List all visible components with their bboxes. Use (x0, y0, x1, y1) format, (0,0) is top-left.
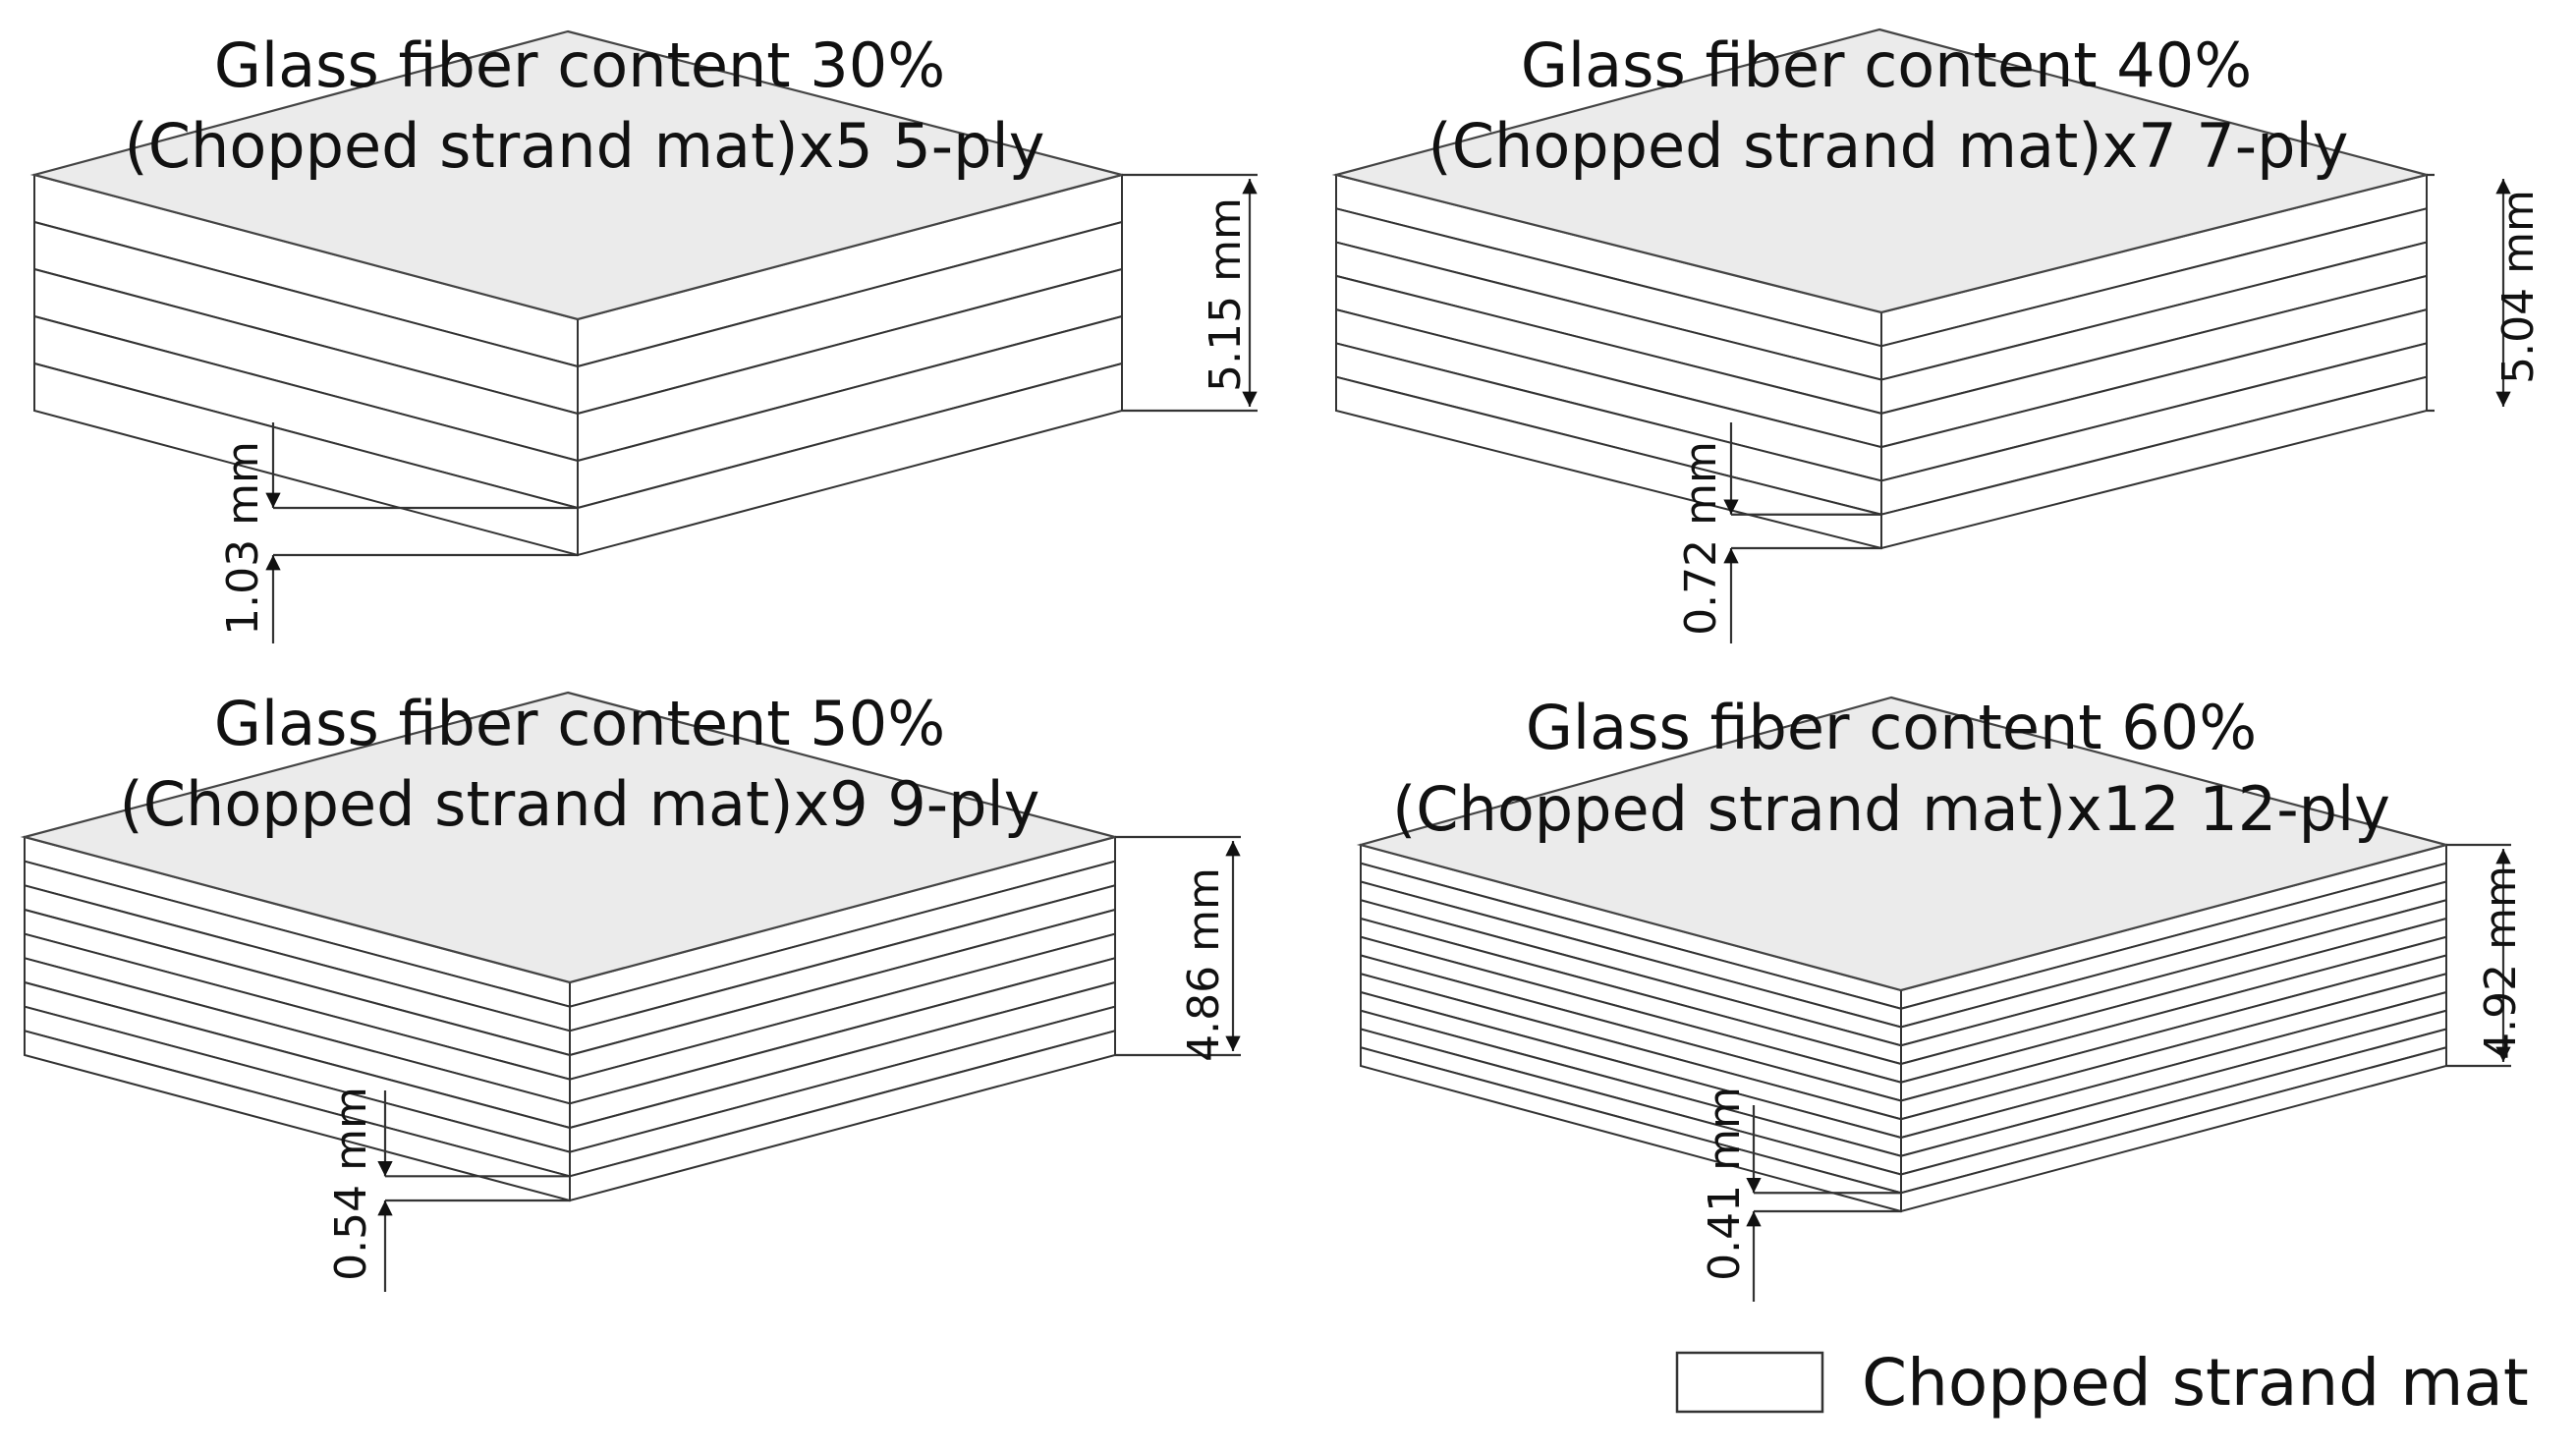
panel-30 (29, 29, 1258, 643)
panel-60-title-line1: Glass fiber content 60% (1526, 692, 2257, 763)
panel-30-title-line1: Glass fiber content 30% (214, 29, 945, 101)
panel-60 (1356, 696, 2511, 1302)
panel-50-title-line2: (Chopped strand mat)x9 9-ply (120, 768, 1040, 840)
panel-60-total-thickness-label: 4.92 mm (2476, 865, 2526, 1060)
panel-30-ply-thickness-label: 1.03 mm (218, 441, 268, 636)
panel-50 (20, 691, 1241, 1292)
panel-40 (1331, 28, 2511, 643)
panel-40-ply-thickness-label: 0.72 mm (1676, 441, 1726, 636)
panel-60-ply-thickness-label: 0.41 mm (1700, 1087, 1750, 1281)
panel-40-total-thickness-label: 5.04 mm (2493, 190, 2544, 384)
panel-30-title-line2: (Chopped strand mat)x5 5-ply (125, 110, 1045, 182)
legend: Chopped strand mat (1675, 1345, 2529, 1421)
panel-50-title-line1: Glass fiber content 50% (214, 688, 945, 759)
laminate-top-face (1356, 696, 2451, 992)
panel-50-total-thickness-label: 4.86 mm (1179, 867, 1229, 1062)
panel-60-title-line2: (Chopped strand mat)x12 12-ply (1392, 773, 2390, 845)
panel-40-title-line1: Glass fiber content 40% (1521, 29, 2252, 101)
legend-label: Chopped strand mat (1862, 1345, 2529, 1421)
panel-50-ply-thickness-label: 0.54 mm (326, 1087, 376, 1281)
panel-40-title-line2: (Chopped strand mat)x7 7-ply (1428, 110, 2349, 182)
panel-30-total-thickness-label: 5.15 mm (1201, 197, 1251, 392)
laminate-top-face (1331, 28, 2432, 314)
laminate-top-face (20, 691, 1120, 984)
legend-swatch (1675, 1351, 1824, 1414)
laminate-top-face (29, 29, 1127, 321)
